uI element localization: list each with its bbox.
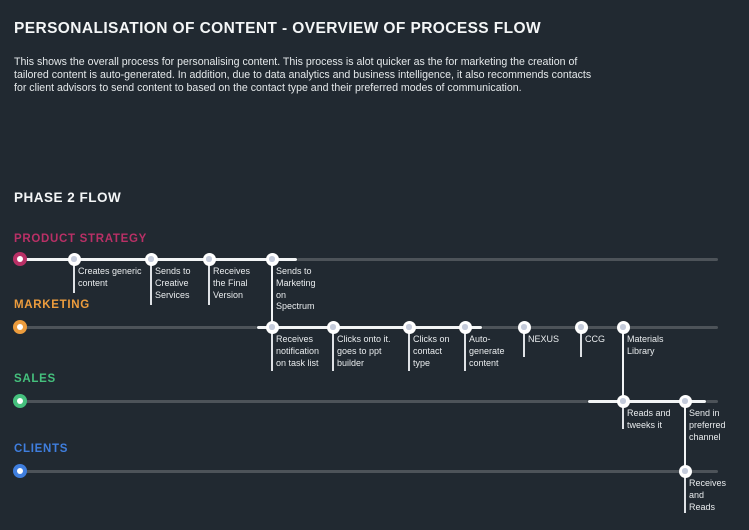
- lane-line-segment: [482, 325, 718, 329]
- node-label: Clicks on contact type: [413, 334, 450, 368]
- node-label: Sends to Creative Services: [155, 266, 191, 300]
- flow-node: [265, 320, 279, 334]
- node-label-tick: [622, 401, 624, 429]
- node-label: Auto-generate content: [469, 334, 505, 368]
- lane-start-node-clients: [13, 464, 27, 478]
- node-label: Creates generic content: [78, 266, 142, 288]
- section-heading: PHASE 2 FLOW: [14, 190, 122, 205]
- flow-node: [678, 464, 692, 478]
- start-node-center-dot: [17, 256, 23, 262]
- node-center-dot: [682, 398, 688, 404]
- node-label-tick: [523, 327, 525, 357]
- node-center-dot: [269, 324, 275, 330]
- node-label: Reads and tweeks it: [627, 408, 671, 430]
- node-label-tick: [464, 327, 466, 371]
- lane-label-marketing: MARKETING: [14, 299, 90, 311]
- node-label: Receives notification on task list: [276, 334, 320, 368]
- node-label: Sends to Marketing on Spectrum: [276, 266, 316, 312]
- lane-connector-line: [270, 259, 274, 327]
- lane-label-product-strategy: PRODUCT STRATEGY: [14, 233, 148, 245]
- node-center-dot: [682, 468, 688, 474]
- node-label-tick: [684, 471, 686, 513]
- node-center-dot: [206, 256, 212, 262]
- flow-node: [574, 320, 588, 334]
- flow-node: [517, 320, 531, 334]
- node-label: Send in preferred channel: [689, 408, 726, 442]
- lane-connector-line: [683, 401, 687, 471]
- lane-start-node-marketing: [13, 320, 27, 334]
- lane-label-sales: SALES: [14, 373, 56, 385]
- flow-node: [202, 252, 216, 266]
- flow-node: [616, 394, 630, 408]
- flow-node: [67, 252, 81, 266]
- flow-node: [265, 252, 279, 266]
- node-label-tick: [208, 259, 210, 305]
- node-center-dot: [269, 256, 275, 262]
- lane-line-segment: [20, 399, 588, 403]
- lane-start-node-product-strategy: [13, 252, 27, 266]
- lane-label-clients: CLIENTS: [14, 443, 69, 455]
- node-center-dot: [578, 324, 584, 330]
- node-center-dot: [462, 324, 468, 330]
- node-label-tick: [73, 259, 75, 293]
- node-label: Clicks onto it. goes to ppt builder: [337, 334, 391, 368]
- node-center-dot: [620, 324, 626, 330]
- lane-line-segment: [297, 257, 718, 261]
- node-label: Receives the Final Version: [213, 266, 251, 300]
- lane-line-segment: [20, 257, 297, 261]
- lane-start-node-sales: [13, 394, 27, 408]
- lane-line-segment: [20, 325, 257, 329]
- node-center-dot: [330, 324, 336, 330]
- flow-node: [326, 320, 340, 334]
- node-label-tick: [332, 327, 334, 371]
- start-node-center-dot: [17, 398, 23, 404]
- flow-node: [144, 252, 158, 266]
- node-label: Materials Library: [627, 334, 664, 356]
- node-label-tick: [271, 327, 273, 371]
- lane-line-segment: [257, 325, 482, 329]
- node-label: CCG: [585, 334, 605, 344]
- node-label-tick: [408, 327, 410, 371]
- node-label-tick: [580, 327, 582, 357]
- node-label: Receives and Reads: [689, 478, 727, 512]
- node-center-dot: [521, 324, 527, 330]
- intro-paragraph: This shows the overall process for perso…: [14, 56, 592, 95]
- flow-node: [678, 394, 692, 408]
- lane-line-segment: [588, 399, 706, 403]
- lane-line-segment: [20, 469, 718, 473]
- flow-node: [458, 320, 472, 334]
- lane-line-segment: [706, 399, 718, 403]
- node-center-dot: [148, 256, 154, 262]
- node-label-tick: [150, 259, 152, 305]
- node-center-dot: [406, 324, 412, 330]
- flow-node: [402, 320, 416, 334]
- start-node-center-dot: [17, 324, 23, 330]
- node-label: NEXUS: [528, 334, 560, 344]
- lane-connector-line: [621, 327, 625, 401]
- flow-node: [616, 320, 630, 334]
- page-title: PERSONALISATION OF CONTENT - OVERVIEW OF…: [14, 20, 541, 37]
- node-center-dot: [620, 398, 626, 404]
- node-center-dot: [71, 256, 77, 262]
- start-node-center-dot: [17, 468, 23, 474]
